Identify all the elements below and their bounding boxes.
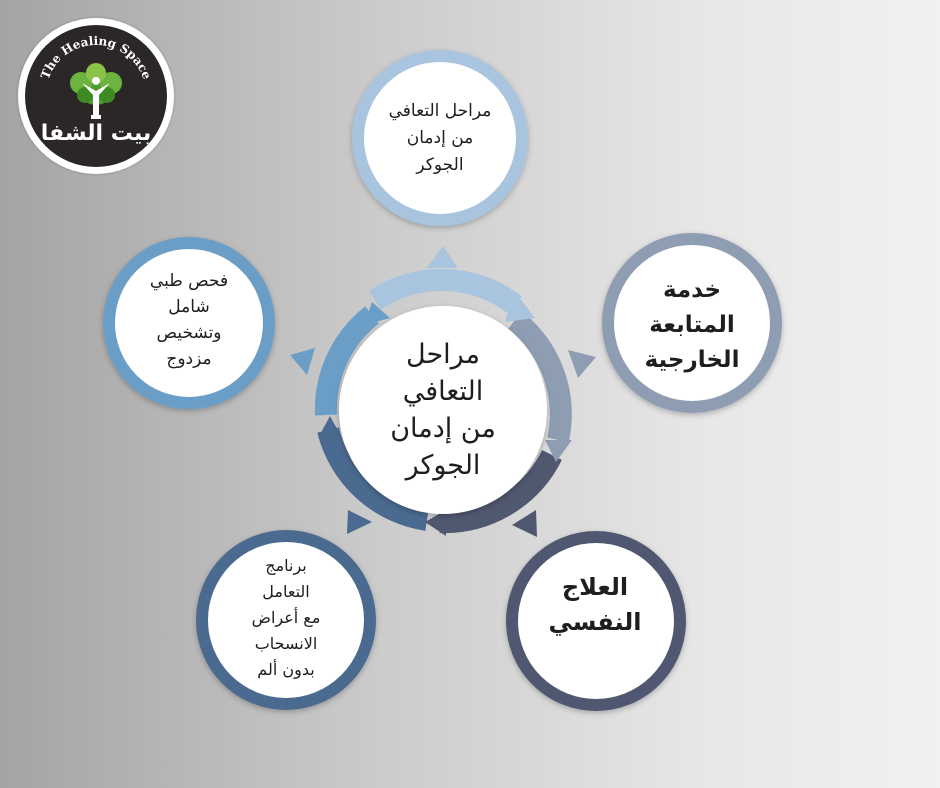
node-circle-left	[103, 237, 275, 409]
arrow-to-right	[568, 350, 596, 378]
ring-arrowhead-bottom-left	[318, 416, 342, 438]
ring-arc-left	[314, 306, 379, 416]
ring-arrowhead-top	[505, 292, 535, 322]
node-circle-bottom-left	[196, 530, 376, 710]
ring-arrowhead-left	[364, 302, 390, 325]
node-label-top: مراحل التعافي من إدمان الجوكر	[388, 100, 492, 175]
brand-logo: The Healing Space بيت الشفا	[18, 18, 174, 174]
node-circle-bottom-right	[506, 531, 686, 711]
node-label-right: خدمة المتابعة الخارجية	[644, 276, 740, 373]
center-ring	[314, 268, 572, 536]
arrow-to-bottom-right	[512, 510, 537, 537]
node-circle-right	[602, 233, 782, 413]
node-label-bottom-right: العلاج النفسي	[548, 573, 642, 636]
arrow-to-top	[427, 246, 458, 268]
logo-emblem: The Healing Space	[38, 34, 154, 119]
center-label: مراحل التعافي من إدمان الجوكر	[390, 339, 496, 481]
ring-arc-top	[368, 268, 522, 314]
center-circle	[339, 306, 547, 514]
ring-arrowhead-right	[545, 440, 572, 462]
arrow-to-bottom-left	[347, 510, 372, 534]
ring-arc-right	[507, 311, 572, 443]
ring-arc-bottom-left	[317, 427, 429, 531]
logo-name-ar: بيت الشفا	[40, 121, 152, 146]
node-label-left: فحص طبي شامل وتشخيص مزدوج	[149, 271, 229, 369]
tree-with-person-icon	[70, 63, 122, 119]
node-label-bottom-left: برنامج التعامل مع أعراض الانسحاب بدون أل…	[251, 556, 321, 679]
ring-arc-bottom-right	[439, 449, 562, 534]
ring-arrowhead-bottom-right	[425, 510, 446, 536]
node-circle-top	[352, 50, 528, 226]
arrow-to-left	[290, 348, 315, 375]
